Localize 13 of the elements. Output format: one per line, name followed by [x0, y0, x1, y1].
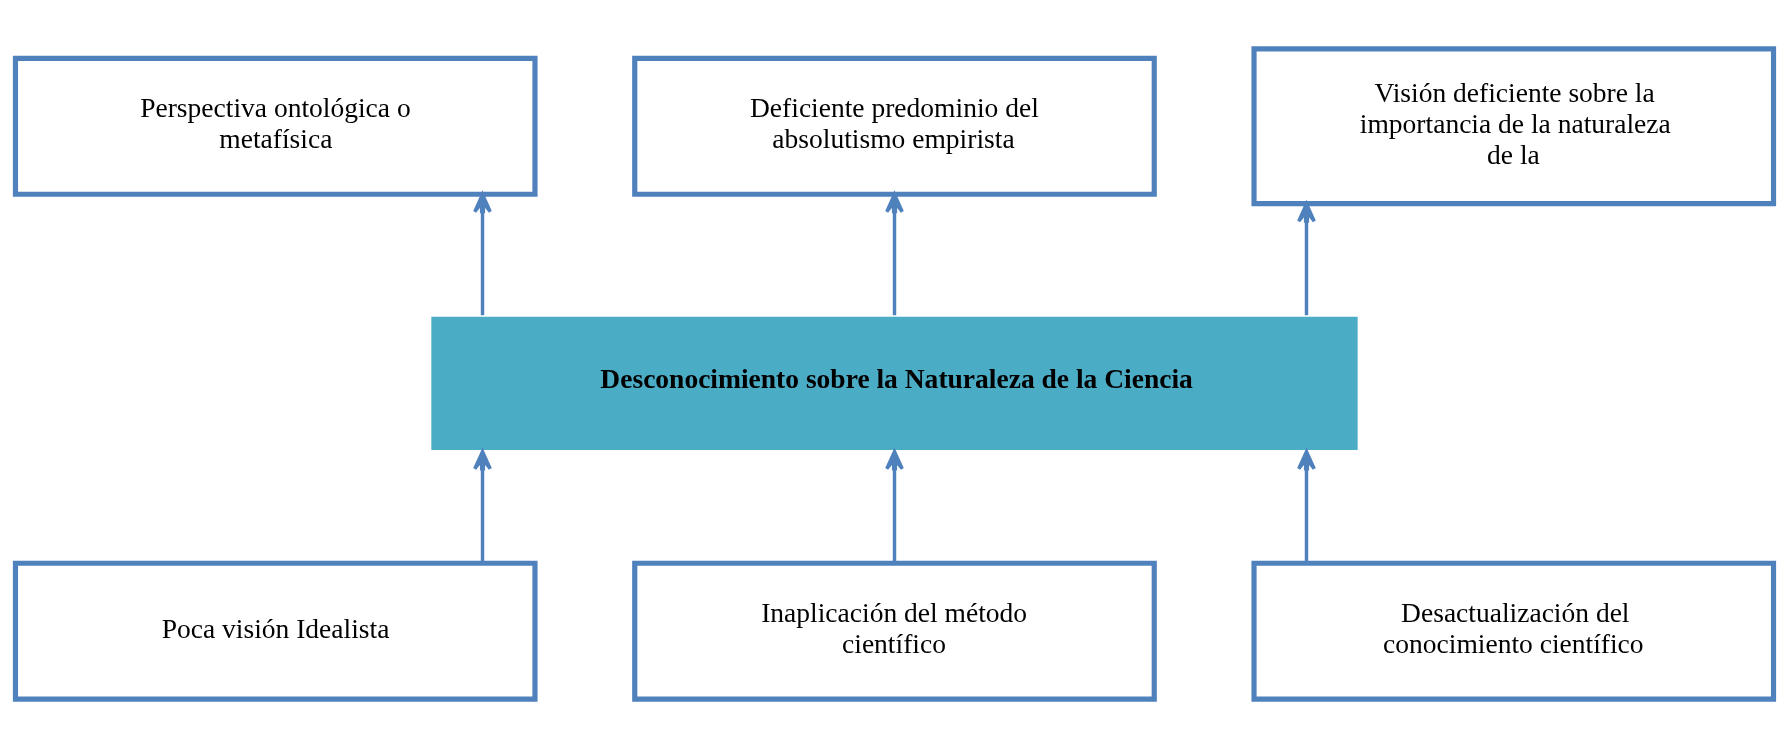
arrow: [885, 192, 904, 315]
node-box: Poca visión Idealista: [12, 560, 538, 702]
node-box: Visión deficiente sobre la importancia de la naturaleza de la: [1251, 45, 1777, 206]
arrow: [473, 449, 492, 563]
arrow: [1297, 449, 1316, 563]
arrow: [1297, 201, 1316, 315]
node-box: Desconocimiento sobre la Naturaleza de la Ciencia: [428, 313, 1361, 453]
node-box: Deficiente predominio del absolutismo empirista: [632, 55, 1157, 197]
node-box: Inaplicación del método científico: [632, 560, 1157, 702]
node-box: Desactualización del conocimiento científico: [1251, 560, 1777, 702]
node-box: Perspectiva ontológica o metafísica: [12, 55, 538, 197]
arrow: [885, 449, 904, 563]
arrow: [473, 192, 492, 315]
